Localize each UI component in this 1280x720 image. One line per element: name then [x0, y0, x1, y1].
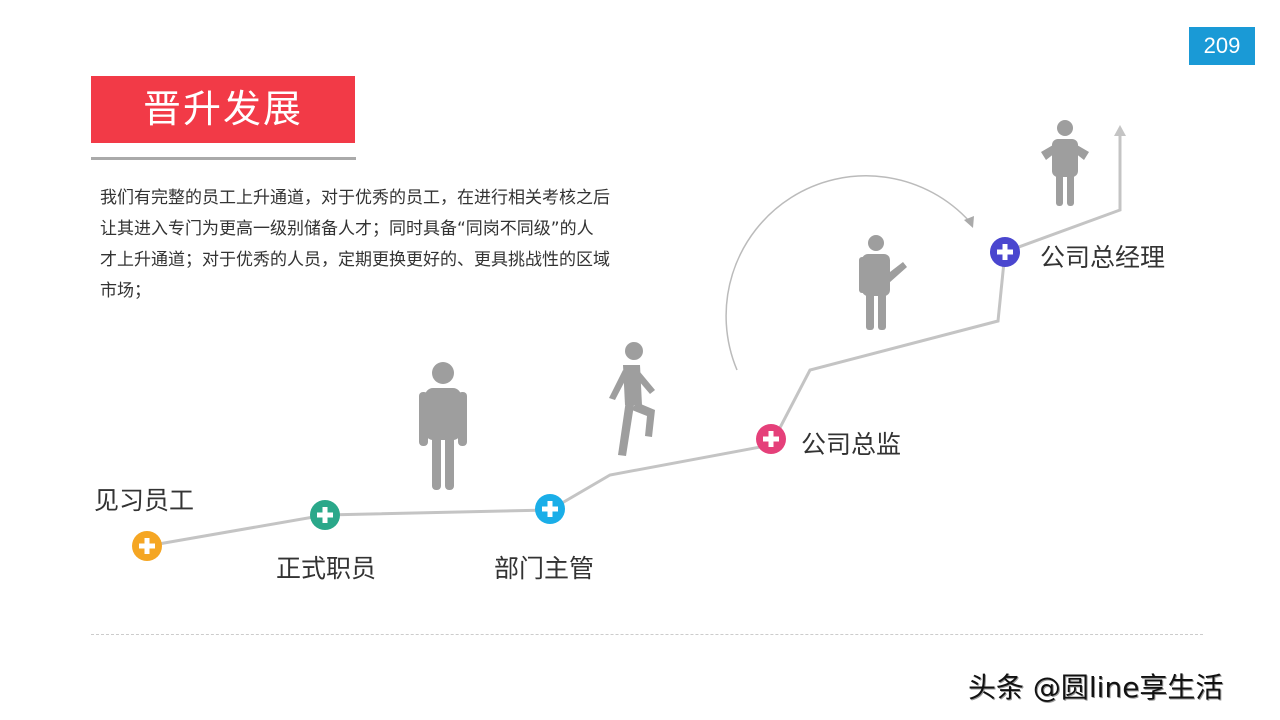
stage-node-plus-icon [310, 500, 340, 530]
stage-nodes [132, 237, 1020, 561]
stage-label-general-manager: 公司总经理 [1040, 243, 1166, 272]
stage-label-manager: 部门主管 [494, 554, 595, 583]
stage-node-plus-icon [132, 531, 162, 561]
stage-label-director: 公司总监 [801, 430, 902, 459]
stage-node-plus-icon [535, 494, 565, 524]
stage-label-intern: 见习员工 [94, 486, 195, 515]
stage-node-plus-icon [990, 237, 1020, 267]
arc-arrowhead-icon [964, 216, 974, 228]
page-title: 晋升发展 [91, 76, 355, 143]
person-walking-icon [609, 342, 655, 456]
career-path-line [146, 132, 1122, 548]
title-underline [91, 157, 356, 160]
watermark: 头条 @圆line享生活 [968, 671, 1224, 704]
person-pointing-icon [859, 235, 907, 330]
page-number: 209 [1189, 27, 1255, 65]
person-standing-icon [419, 362, 467, 490]
person-shrugging-icon [1041, 120, 1089, 206]
footer-divider [91, 634, 1203, 635]
stage-node-plus-icon [756, 424, 786, 454]
arrow-up-icon [1114, 125, 1126, 136]
arc-arrow [725, 175, 971, 371]
description-text: 我们有完整的员工上升通道，对于优秀的员工，在进行相关考核之后让其进入专门为更高一… [100, 188, 610, 301]
stage-label-staff: 正式职员 [276, 554, 377, 583]
